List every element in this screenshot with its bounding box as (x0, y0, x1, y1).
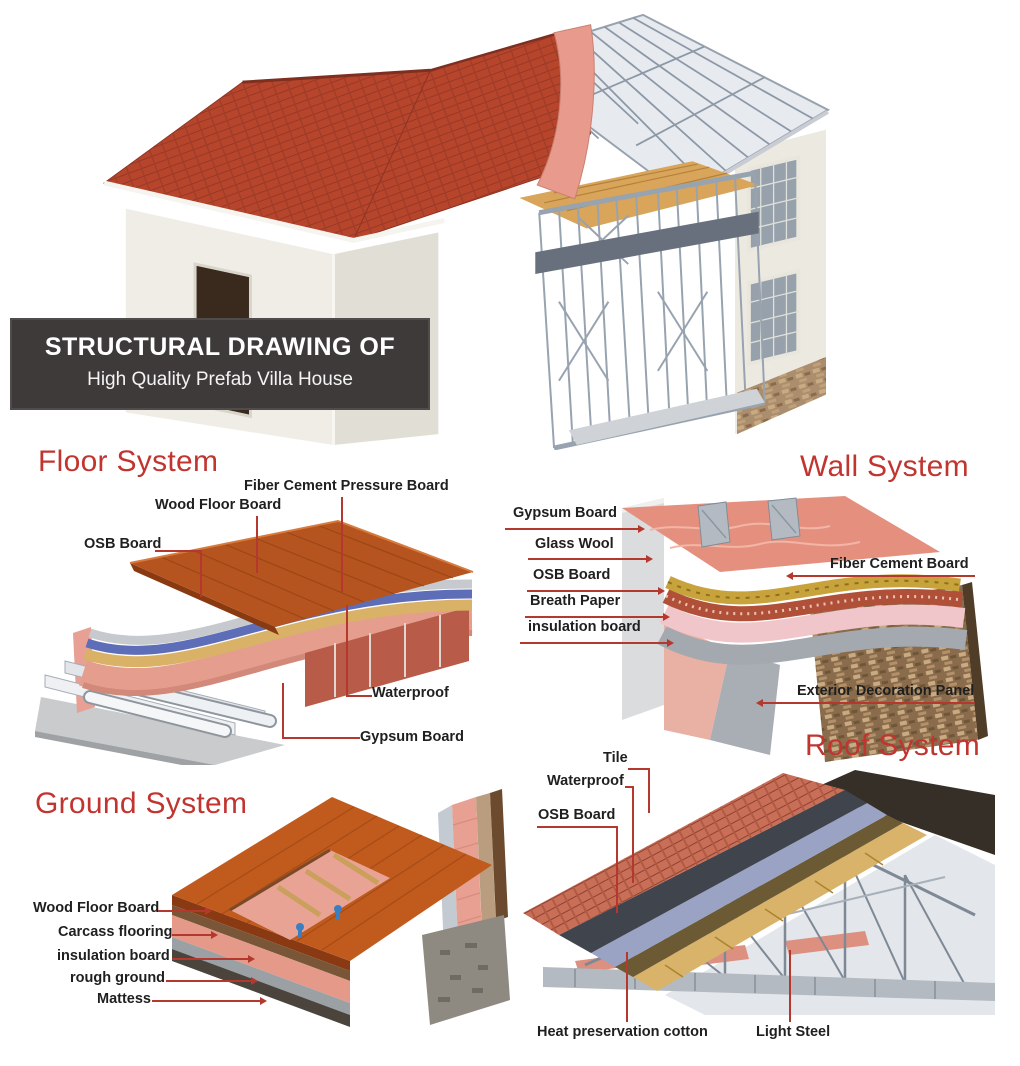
ground-wall-stub (422, 789, 510, 1025)
house-mid-floor-deck (535, 211, 759, 274)
leader-line (632, 786, 634, 883)
ground-system-cutaway-illustration (172, 789, 510, 1027)
roof-label-osb-board: OSB Board (538, 807, 616, 823)
leader-line (520, 642, 667, 644)
leader-line (346, 695, 372, 697)
leader-line (341, 497, 343, 592)
ground-label-mattess: Mattess (97, 991, 151, 1007)
leader-line (525, 616, 663, 618)
anchor-bolts (296, 905, 342, 937)
wall-steel-studs (697, 497, 801, 548)
leader-line (528, 558, 646, 560)
ground-insulation-notch (229, 848, 390, 940)
leader-line (200, 550, 202, 597)
leader-line (763, 702, 975, 704)
wall-label-exterior-decoration-panel: Exterior Decoration Panel (797, 683, 975, 699)
leader-line (282, 683, 284, 739)
floor-system-cutaway-illustration (35, 519, 474, 765)
leader-line (172, 934, 213, 936)
leader-arrow (205, 907, 212, 915)
roof-label-light-steel: Light Steel (756, 1024, 831, 1040)
roof-layer-bands (523, 773, 927, 991)
leader-line (346, 605, 348, 697)
leader-line (625, 786, 634, 788)
leader-line (626, 952, 628, 1022)
wall-label-fiber-cement-board: Fiber Cement Board (830, 556, 969, 572)
leader-arrow (260, 997, 267, 1005)
leader-line (152, 1000, 262, 1002)
banner-subtitle: High Quality Prefab Villa House (87, 369, 353, 390)
wall-label-glass-wool: Glass Wool (535, 536, 614, 552)
leader-line (789, 950, 791, 1022)
roof-label-waterproof: Waterproof (547, 773, 624, 789)
title-banner: STRUCTURAL DRAWING OF High Quality Prefa… (10, 318, 430, 410)
house-ground-floor (568, 388, 765, 446)
leader-arrow (786, 572, 793, 580)
leader-line (155, 550, 201, 552)
wall-label-gypsum-board: Gypsum Board (513, 505, 617, 521)
leader-arrow (658, 587, 665, 595)
leader-arrow (251, 977, 258, 985)
leader-line (158, 910, 207, 912)
floor-label-wood-floor-board: Wood Floor Board (155, 497, 282, 513)
ground-label-insulation-board: insulation board (57, 948, 170, 964)
house-red-tile-roof (102, 24, 595, 243)
ground-label-wood-floor-board: Wood Floor Board (33, 900, 160, 916)
floor-label-osb-board: OSB Board (84, 536, 162, 552)
roof-system-cutaway-illustration (523, 770, 995, 1015)
roof-system-title: Roof System (805, 729, 981, 762)
wall-label-breath-paper: Breath Paper (530, 593, 621, 609)
wall-label-insulation-board: insulation board (528, 619, 641, 635)
leader-line (527, 590, 658, 592)
wall-system-cutaway-illustration (622, 496, 988, 762)
leader-line (628, 768, 650, 770)
leader-line (505, 528, 638, 530)
roof-label-tile: Tile (603, 750, 628, 766)
leader-line (282, 737, 360, 739)
floor-label-waterproof: Waterproof (372, 685, 449, 701)
leader-arrow (646, 555, 653, 563)
ground-label-carcass-flooring: Carcass flooring (58, 924, 173, 940)
ground-system-title: Ground System (35, 787, 248, 820)
house-roof-cut-membrane (536, 24, 595, 200)
leader-arrow (211, 931, 218, 939)
leader-line (172, 958, 250, 960)
roof-label-heat-preservation-cotton: Heat preservation cotton (537, 1024, 708, 1040)
leader-line (648, 768, 650, 813)
floor-system-title: Floor System (38, 445, 219, 478)
leader-line (793, 575, 975, 577)
leader-line (537, 826, 618, 828)
leader-arrow (756, 699, 763, 707)
banner-title: STRUCTURAL DRAWING OF (44, 333, 396, 361)
floor-label-gypsum-board: Gypsum Board (360, 729, 464, 745)
wall-system-title: Wall System (800, 450, 969, 483)
leader-line (166, 980, 253, 982)
leader-arrow (667, 639, 674, 647)
wall-label-osb-board: OSB Board (533, 567, 611, 583)
leader-line (616, 826, 618, 913)
leader-line (256, 516, 258, 573)
leader-arrow (663, 613, 670, 621)
leader-arrow (638, 525, 645, 533)
floor-wood-top (129, 519, 474, 635)
floor-label-fiber-cement-pressure-board: Fiber Cement Pressure Board (244, 478, 449, 494)
leader-arrow (248, 955, 255, 963)
ground-label-rough-ground: rough ground (70, 970, 166, 986)
